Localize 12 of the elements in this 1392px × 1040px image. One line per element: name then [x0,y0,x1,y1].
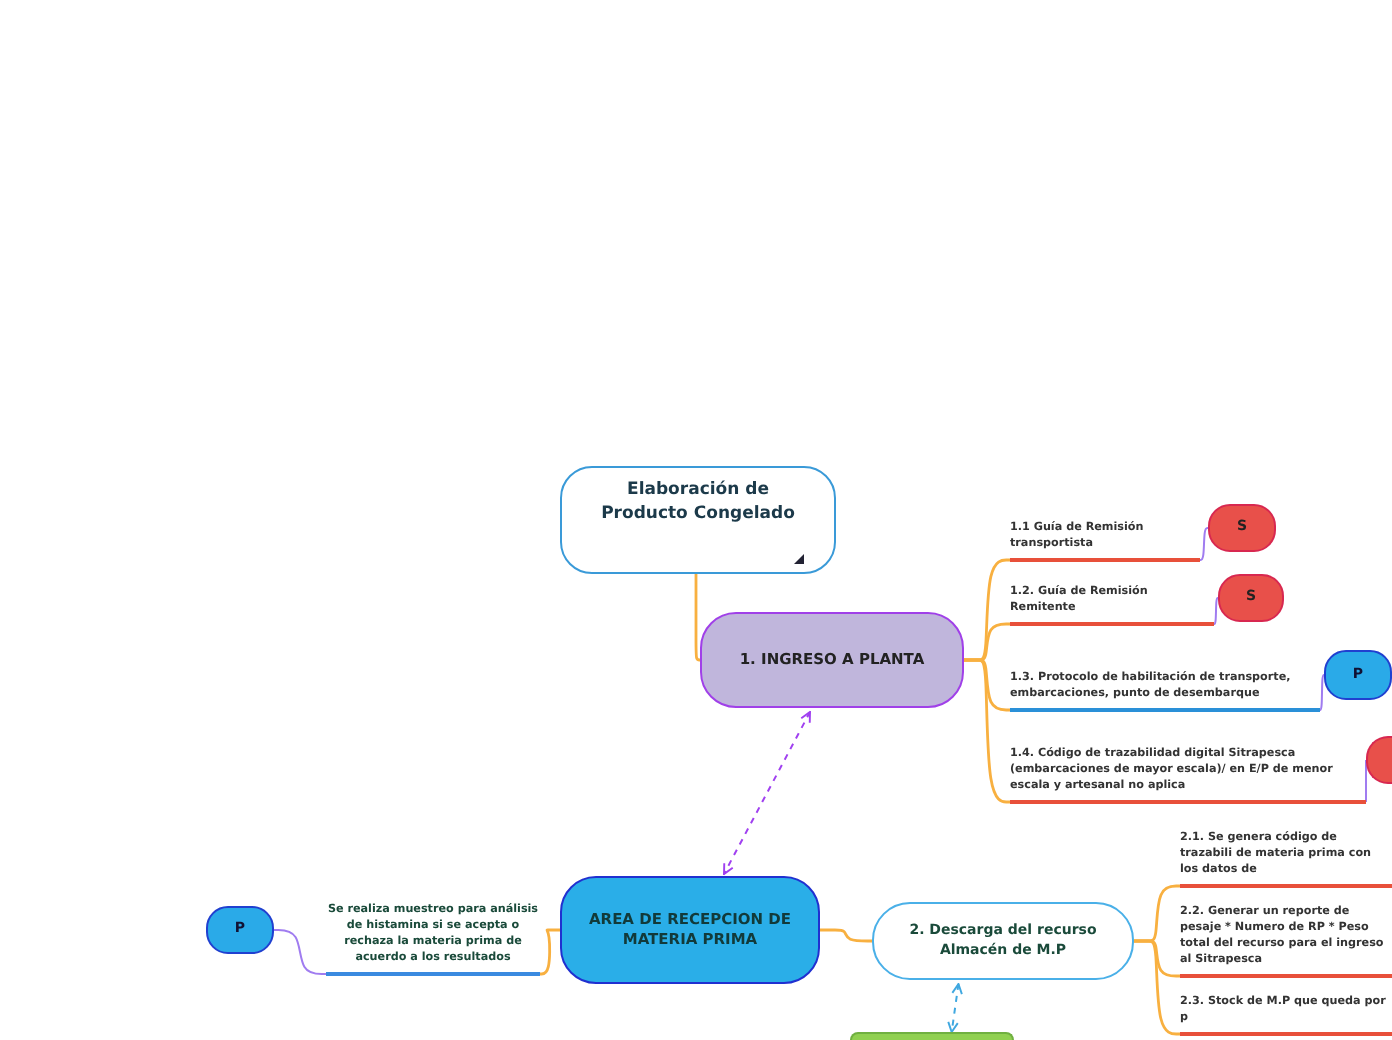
branch-line [694,574,701,662]
dashed-arrow [723,711,811,875]
central-topic-box: Elaboración de Producto Congelado [560,466,836,574]
empty-topic-box [850,1032,1014,1040]
empty-topic-box [1366,736,1392,784]
branch-line [1213,597,1219,625]
branch-line [820,928,872,943]
branch-line [273,929,327,975]
branch-line [1319,674,1325,711]
branch-line [539,928,560,976]
dashed-arrow [947,983,963,1033]
branch-line [1199,527,1209,561]
